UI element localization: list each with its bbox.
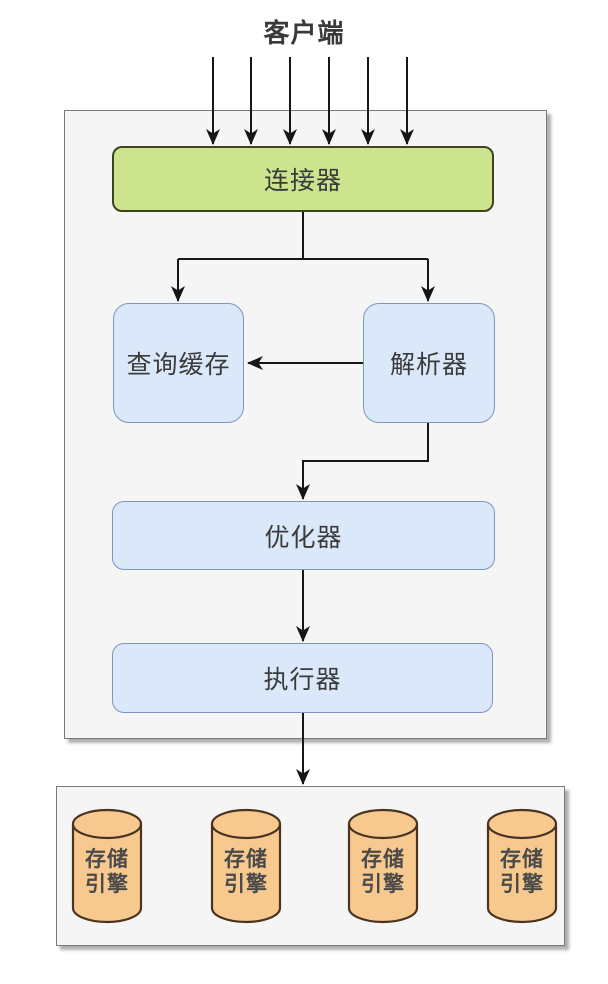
node-connector: 连接器 <box>112 146 494 212</box>
storage-engine-label: 存储 引擎 <box>361 848 405 896</box>
node-optimizer: 优化器 <box>112 501 495 570</box>
node-executor: 执行器 <box>112 643 493 713</box>
storage-engine-label: 存储 引擎 <box>85 848 129 896</box>
node-executor-label: 执行器 <box>263 666 342 694</box>
node-optimizer-label: 优化器 <box>264 523 343 552</box>
node-query-cache: 查询缓存 <box>113 303 244 423</box>
storage-engine-cylinder: 存储 引擎 <box>486 808 558 924</box>
node-parser: 解析器 <box>363 303 495 423</box>
storage-engine-label: 存储 引擎 <box>500 848 544 896</box>
database-cylinder-icon <box>210 808 282 924</box>
node-parser-label: 解析器 <box>389 351 468 379</box>
database-cylinder-icon <box>71 808 143 924</box>
storage-engine-cylinder: 存储 引擎 <box>71 808 143 924</box>
storage-engine-label: 存储 引擎 <box>224 848 268 896</box>
storage-engine-cylinder: 存储 引擎 <box>347 808 419 924</box>
client-title: 客户端 <box>263 18 345 48</box>
database-cylinder-icon <box>347 808 419 924</box>
node-connector-label: 连接器 <box>263 167 342 195</box>
node-query-cache-label: 查询缓存 <box>126 351 231 379</box>
database-cylinder-icon <box>486 808 558 924</box>
storage-engine-cylinder: 存储 引擎 <box>210 808 282 924</box>
